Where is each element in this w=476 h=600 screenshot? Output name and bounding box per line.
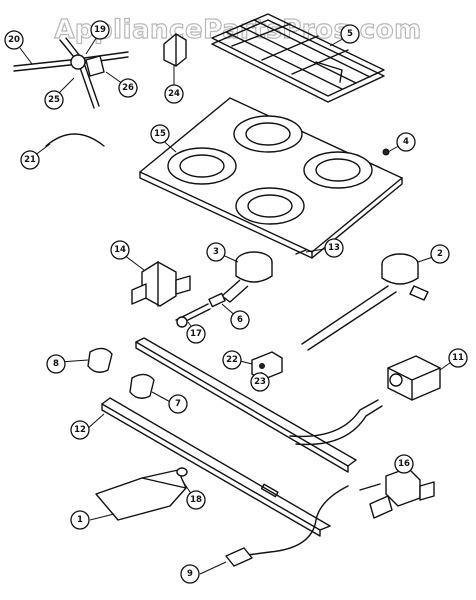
- callouts: 1 2 3 4 5 6 7 8 9 11 12 13 14 15 16 17 1…: [4, 20, 468, 584]
- svg-text:14: 14: [114, 245, 126, 255]
- svg-text:25: 25: [48, 95, 60, 105]
- callout-6: 6: [230, 310, 250, 330]
- svg-text:22: 22: [226, 355, 238, 365]
- cooktop-panel: [139, 97, 403, 259]
- svg-text:16: 16: [398, 459, 410, 469]
- callout-2: 2: [430, 244, 450, 264]
- svg-text:21: 21: [24, 155, 36, 165]
- callout-9: 9: [180, 564, 200, 584]
- svg-text:4: 4: [403, 137, 409, 147]
- callout-3: 3: [206, 242, 226, 262]
- callout-25: 25: [44, 90, 64, 110]
- svg-text:9: 9: [187, 569, 193, 579]
- svg-text:24: 24: [168, 89, 180, 99]
- wire-clip: [45, 133, 105, 147]
- svg-text:13: 13: [328, 243, 340, 253]
- valve-assembly-right: [359, 467, 435, 519]
- svg-text:6: 6: [237, 315, 243, 325]
- svg-text:19: 19: [94, 25, 106, 35]
- burner-spider-assembly: [13, 37, 129, 109]
- svg-text:12: 12: [74, 425, 86, 435]
- manifold-rail: [135, 337, 383, 473]
- burner-head: [221, 251, 273, 303]
- callout-4: 4: [396, 132, 416, 152]
- watermark-text: AppliancePartsPros.com: [54, 15, 421, 45]
- burner-grate: [211, 13, 385, 103]
- callout-26: 26: [118, 78, 138, 98]
- screw-part: [295, 249, 307, 255]
- wire-harness: [225, 485, 349, 567]
- control-knob: [87, 347, 113, 373]
- callout-16: 16: [394, 454, 414, 474]
- callout-21: 21: [20, 150, 40, 170]
- callout-24: 24: [164, 84, 184, 104]
- svg-text:18: 18: [190, 495, 202, 505]
- svg-text:3: 3: [213, 247, 219, 257]
- callout-23: 23: [250, 372, 270, 392]
- svg-text:1: 1: [77, 515, 83, 525]
- lower-bracket: [101, 397, 331, 537]
- callout-22: 22: [222, 350, 242, 370]
- svg-text:11: 11: [452, 353, 464, 363]
- callout-20: 20: [4, 30, 24, 50]
- bracket-part: [163, 33, 187, 67]
- callout-7: 7: [168, 394, 188, 414]
- callout-14: 14: [110, 240, 130, 260]
- callout-5: 5: [340, 24, 360, 44]
- callout-13: 13: [324, 238, 344, 258]
- callout-11: 11: [448, 348, 468, 368]
- svg-text:20: 20: [8, 35, 20, 45]
- svg-text:15: 15: [154, 129, 166, 139]
- callout-17: 17: [186, 324, 206, 344]
- svg-text:23: 23: [254, 377, 266, 387]
- svg-text:8: 8: [53, 359, 59, 369]
- pressure-regulator: [387, 355, 441, 401]
- burner-pan-assembly: [95, 467, 188, 521]
- svg-text:5: 5: [347, 29, 353, 39]
- callout-19: 19: [90, 20, 110, 40]
- control-knob-small: [129, 373, 155, 399]
- callout-15: 15: [150, 124, 170, 144]
- callout-8: 8: [46, 354, 66, 374]
- burner-tube-assembly: [301, 253, 429, 351]
- callout-12: 12: [70, 420, 90, 440]
- orifice-spud: [175, 292, 226, 328]
- svg-text:26: 26: [122, 83, 134, 93]
- svg-text:2: 2: [437, 249, 443, 259]
- svg-text:7: 7: [175, 399, 181, 409]
- callout-1: 1: [70, 510, 90, 530]
- callout-18: 18: [186, 490, 206, 510]
- valve-assembly-left: [131, 261, 191, 307]
- svg-text:17: 17: [190, 329, 202, 339]
